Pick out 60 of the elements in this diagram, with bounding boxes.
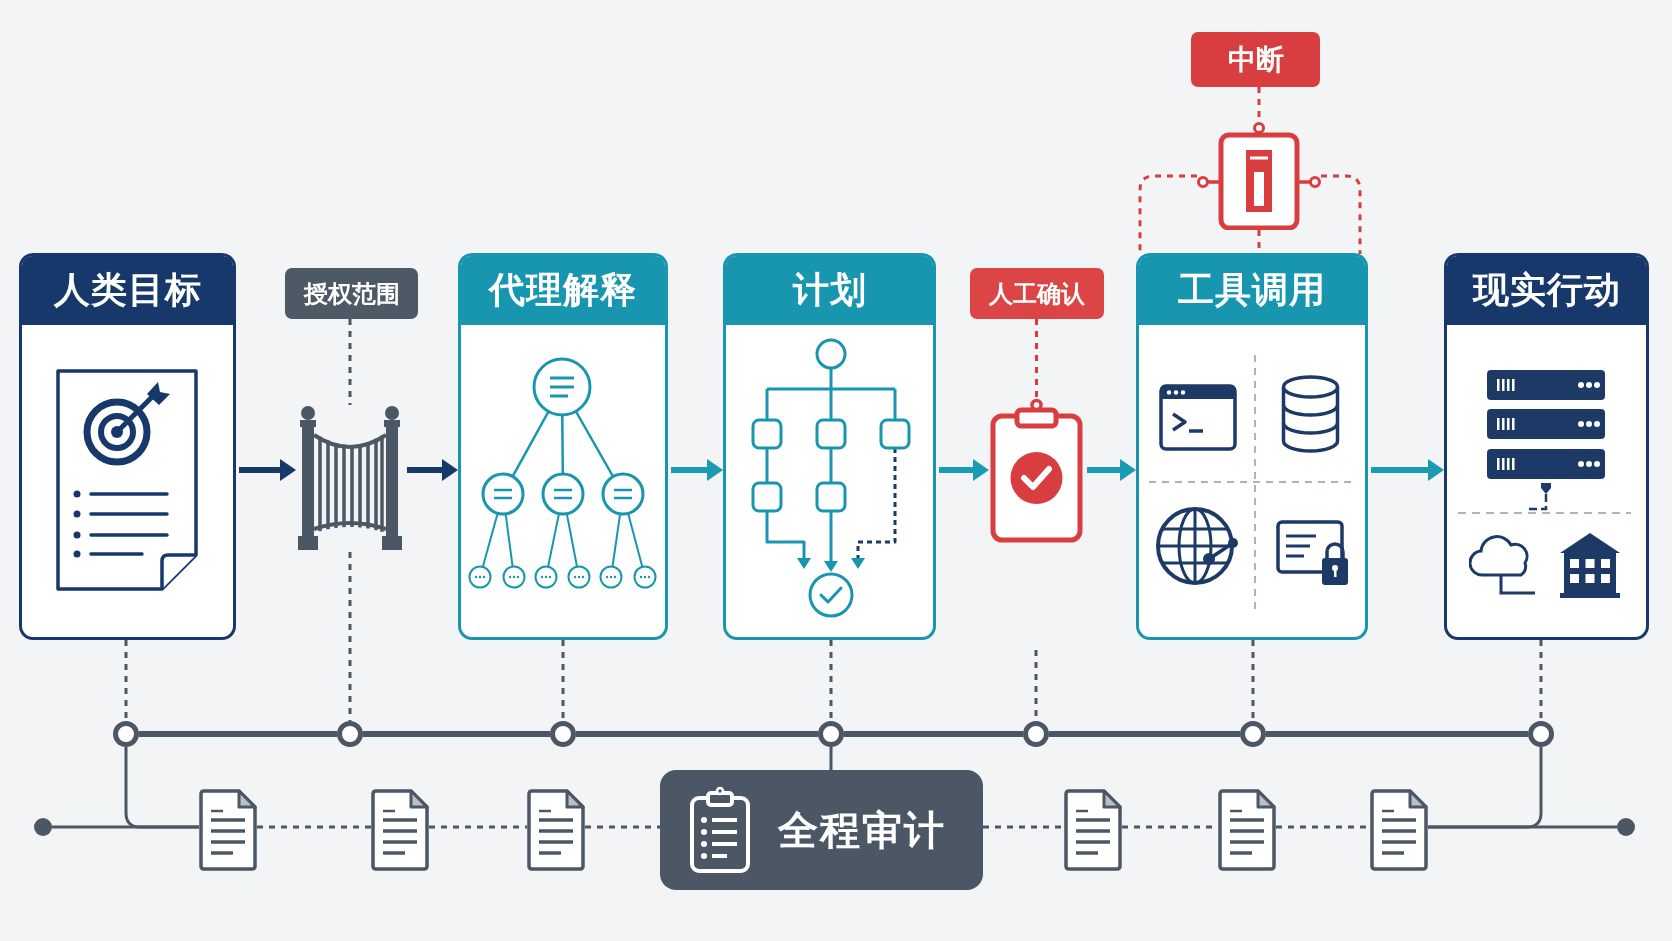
card-title: 人类目标: [22, 256, 233, 325]
flow-arrow: [671, 459, 723, 481]
audit-panel: [660, 770, 983, 890]
document-icon: [371, 789, 429, 871]
panel-title: 全程审计: [778, 805, 946, 855]
gate-icon: [296, 405, 404, 552]
document-icon: [1370, 789, 1428, 871]
dashed-connector: [561, 640, 565, 721]
dashed-connector: [124, 640, 128, 721]
timeline-line: [1266, 731, 1528, 737]
dashed-connector: [257, 825, 371, 829]
timeline-marker: [113, 721, 139, 747]
timeline-line: [139, 731, 337, 737]
document-icon: [1064, 789, 1122, 871]
flow-arrow: [407, 459, 458, 481]
timeline-line: [1049, 731, 1240, 737]
process-card: [723, 253, 936, 640]
timeline-marker: [1240, 721, 1266, 747]
dashed-connector: [1539, 640, 1543, 721]
endpoint-dot: [34, 818, 52, 836]
timeline-marker: [1023, 721, 1049, 747]
switch-icon: [1197, 122, 1321, 230]
connector-line: [829, 747, 833, 770]
process-card: [1444, 253, 1649, 640]
dashed-connector: [429, 825, 527, 829]
timeline-marker: [550, 721, 576, 747]
timeline-marker: [337, 721, 363, 747]
card-title: 代理解释: [461, 256, 665, 325]
document-icon: [1218, 789, 1276, 871]
timeline-marker: [818, 721, 844, 747]
card-title: 现实行动: [1447, 256, 1646, 325]
tag-label: 人工确认: [970, 268, 1104, 319]
process-card: [1136, 253, 1368, 640]
tag-label: 中断: [1191, 32, 1320, 87]
clipboard-check-icon: [989, 398, 1084, 544]
connector-line: [124, 747, 199, 829]
timeline-line: [363, 731, 550, 737]
dashed-connector: [585, 825, 660, 829]
timeline-marker: [1528, 721, 1554, 747]
process-card: [19, 253, 236, 640]
document-icon: [527, 789, 585, 871]
dashed-connector: [829, 640, 833, 721]
dashed-connector: [983, 825, 1064, 829]
timeline-line: [576, 731, 818, 737]
endpoint-dot: [1617, 818, 1635, 836]
document-icon: [199, 789, 257, 871]
dashed-connector: [1035, 319, 1038, 398]
dashed-connector: [1251, 640, 1255, 721]
flow-arrow: [1371, 459, 1444, 481]
dashed-connector: [348, 319, 352, 405]
flow-arrow: [239, 459, 296, 481]
process-card: [458, 253, 668, 640]
card-title: 工具调用: [1139, 256, 1365, 325]
flow-arrow: [939, 459, 989, 481]
card-title: 计划: [726, 256, 933, 325]
dashed-connector: [1321, 174, 1362, 254]
flow-arrow: [1087, 459, 1136, 481]
connector-line: [1428, 747, 1543, 829]
tag-label: 授权范围: [285, 268, 418, 319]
timeline-line: [844, 731, 1023, 737]
